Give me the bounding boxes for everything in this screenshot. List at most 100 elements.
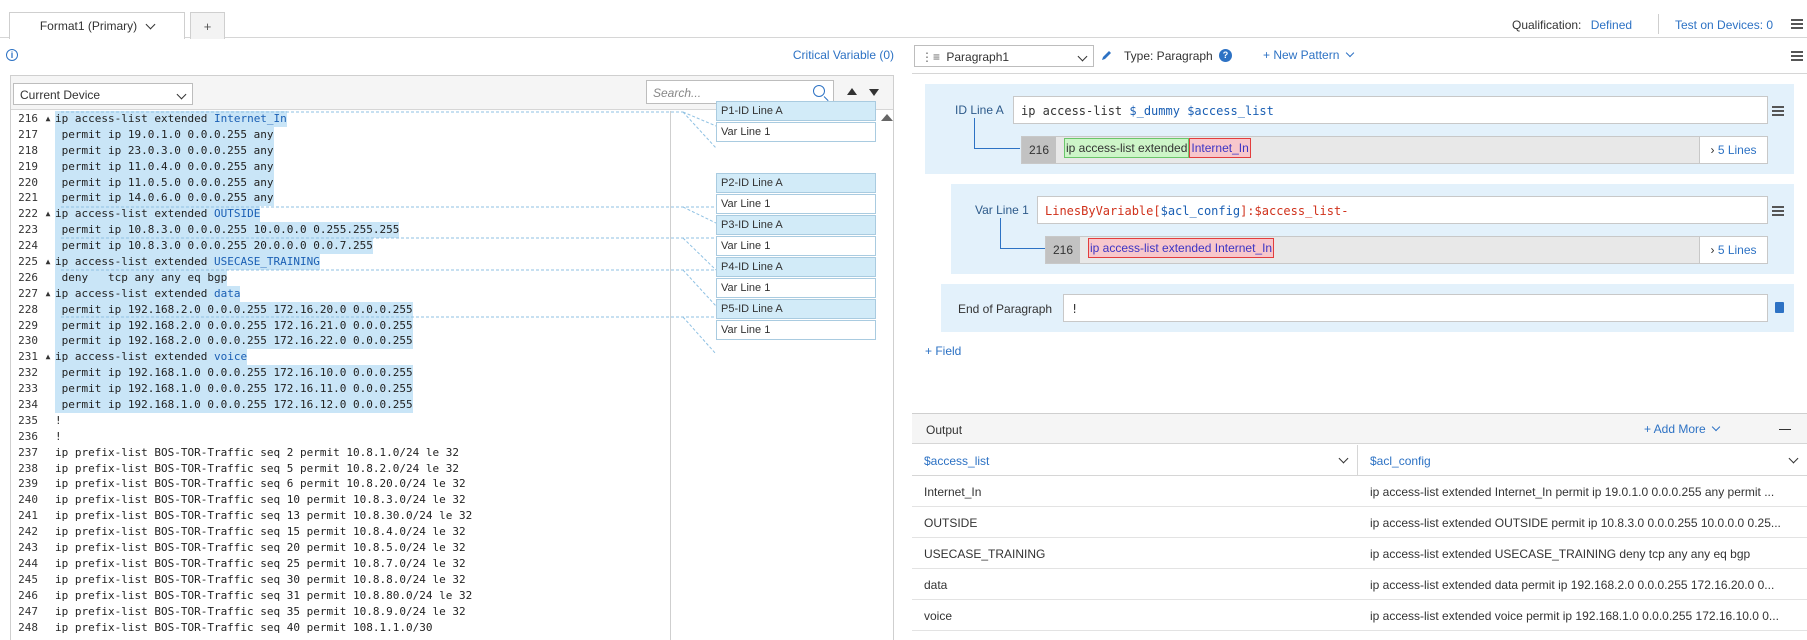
code-text: ip access-list extended Internet_In [55,111,287,127]
pattern-slot-id[interactable]: P5-ID Line A [716,299,876,319]
critical-variable-link[interactable]: Critical Variable (0) [792,48,894,62]
trash-icon[interactable] [1775,302,1784,313]
match-red: ip access-list extended Internet_In [1088,238,1275,258]
pattern-slot-var[interactable]: Var Line 1 [716,320,876,340]
next-match-button[interactable] [869,89,879,96]
test-on-devices-link[interactable]: Test on Devices: 0 [1675,18,1774,32]
pattern-slot-var[interactable]: Var Line 1 [716,236,876,256]
line-number: 232 [18,366,38,380]
new-pattern-button[interactable]: + New Pattern [1263,48,1354,62]
code-text-plain: ip prefix-list BOS-TOR-Traffic seq 6 per… [55,477,466,491]
add-more-button[interactable]: + Add More [1644,422,1721,436]
code-line: 216▲ip access-list extended Internet_In [11,111,670,127]
code-text-plain: ip prefix-list BOS-TOR-Traffic seq 10 pe… [55,493,466,507]
bracket-connector [1000,218,1045,249]
fold-toggle-icon[interactable]: ▲ [45,352,51,362]
device-select[interactable]: Current Device [13,83,193,105]
pattern-header [912,39,1807,74]
code-text-plain: permit ip 10.8.3.0 0.0.0.255 20.0.0.0 0.… [55,239,373,253]
end-paragraph-input[interactable]: ! [1063,294,1768,322]
fold-toggle-icon [41,524,55,540]
lines-link[interactable]: › 5 Lines [1699,237,1767,263]
code-text: permit ip 14.0.6.0 0.0.0.255 any [55,190,274,207]
pattern-slot-id[interactable]: P4-ID Line A [716,257,876,277]
id-line-pattern-input[interactable]: ip access-list $_dummy $access_list [1013,96,1768,124]
line-number: 222 [18,207,38,221]
code-keyword: voice [213,350,248,364]
code-text-plain: ! [55,413,62,427]
divider [1658,14,1659,34]
line-number: 246 [18,588,38,602]
end-paragraph-label: End of Paragraph [958,302,1053,316]
pencil-icon[interactable] [1101,49,1113,61]
code-line: 230 permit ip 192.168.2.0 0.0.0.255 172.… [11,333,670,350]
pattern-slot-var[interactable]: Var Line 1 [716,122,876,142]
pattern-slot-id[interactable]: P2-ID Line A [716,173,876,193]
lines-link[interactable]: › 5 Lines [1699,137,1767,163]
test-on-devices[interactable]: Test on Devices: 0 [1675,18,1773,32]
code-text: ip prefix-list BOS-TOR-Traffic seq 13 pe… [55,508,472,524]
pattern-slot-id[interactable]: P3-ID Line A [716,215,876,235]
match-red: Internet_In [1189,138,1251,158]
fold-toggle-icon [41,365,55,381]
fold-toggle-icon [41,381,55,397]
line-number: 234 [18,398,38,412]
pattern-slot-var[interactable]: Var Line 1 [716,278,876,298]
fold-toggle-icon[interactable]: ▲ [45,114,51,123]
search-input[interactable]: Search... [646,80,834,104]
fold-toggle-icon[interactable]: ▲ [45,288,51,298]
line-number: 243 [18,541,38,555]
chevron-down-icon[interactable] [1338,453,1349,464]
code-line: 224 permit ip 10.8.3.0 0.0.0.255 20.0.0.… [11,238,670,255]
line-number: 238 [18,461,38,475]
scroll-up-arrow[interactable] [881,114,893,121]
search-icon[interactable] [813,85,825,97]
line-number: 224 [18,239,38,253]
line-number: 220 [18,175,38,189]
pattern-slot-id[interactable]: P1-ID Line A [716,101,876,121]
code-text: ip access-list extended voice [55,349,248,366]
qualification: Qualification: Defined [1512,18,1632,32]
code-text: ip prefix-list BOS-TOR-Traffic seq 10 pe… [55,492,466,508]
line-number: 217 [18,127,38,141]
column-header-access-list[interactable]: $access_list [912,445,1358,476]
qualification-value[interactable]: Defined [1590,18,1633,32]
add-tab-button[interactable]: + [190,12,225,39]
help-icon[interactable]: ? [1219,49,1232,62]
collapse-icon[interactable] [1779,429,1791,430]
menu-icon[interactable] [1791,51,1803,61]
menu-icon[interactable] [1772,106,1784,116]
pattern-slot-var[interactable]: Var Line 1 [716,194,876,214]
chevron-down-icon[interactable] [145,19,156,29]
code-text-plain: ip access-list extended [55,207,214,221]
code-line: 238 ip prefix-list BOS-TOR-Traffic seq 5 … [11,461,670,477]
menu-icon[interactable] [1791,19,1803,29]
info-icon[interactable]: i [6,49,18,61]
code-line: 227▲ip access-list extended data [11,285,670,302]
code-keyword: data [213,286,241,300]
tab-format1-primary[interactable]: Format1 (Primary) [9,12,185,39]
code-text-plain: ip prefix-list BOS-TOR-Traffic seq 5 per… [55,461,459,475]
tab-label: Format1 (Primary) [39,19,138,33]
fold-toggle-icon[interactable]: ▲ [45,257,51,267]
menu-icon[interactable] [1772,206,1784,216]
fold-toggle-icon[interactable]: ▲ [45,209,51,219]
code-text-plain: ip prefix-list BOS-TOR-Traffic seq 13 pe… [55,509,473,523]
var-line-pattern-input[interactable]: LinesByVariable[$acl_config]:$access_lis… [1037,196,1768,224]
code-text: ! [55,413,62,429]
add-field-button[interactable]: + Field [925,344,962,358]
previous-match-button[interactable] [847,88,857,95]
paragraph-select[interactable]: ⋮≡ Paragraph1 [914,45,1094,67]
code-text: permit ip 192.168.2.0 0.0.0.255 172.16.2… [55,301,413,318]
pattern-variable: $_dummy [1129,104,1180,118]
column-header-acl-config[interactable]: $acl_config [1358,445,1807,476]
chevron-down-icon[interactable] [1788,453,1799,464]
code-text-plain: ip prefix-list BOS-TOR-Traffic seq 25 pe… [55,556,466,570]
